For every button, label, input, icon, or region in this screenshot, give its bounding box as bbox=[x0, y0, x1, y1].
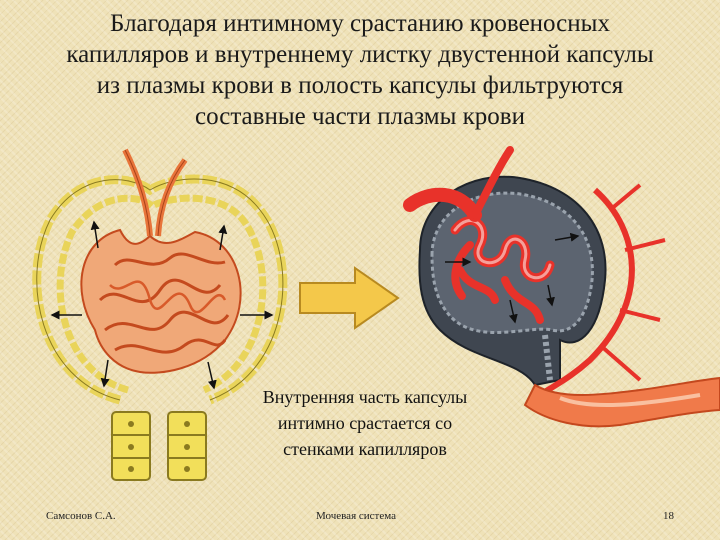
footer-author: Самсонов С.А. bbox=[46, 510, 116, 522]
renal-corpuscle bbox=[403, 146, 720, 428]
capillary-loops bbox=[450, 216, 555, 324]
right-arrow-icon bbox=[299, 266, 400, 330]
tubule-cells bbox=[111, 411, 207, 481]
diagram-caption: Внутренняя часть капсулы интимно срастае… bbox=[248, 384, 482, 462]
filtration-arrows bbox=[50, 220, 274, 390]
title-line: Благодаря интимному срастанию кровеносны… bbox=[110, 10, 610, 37]
schematic-glomerulus bbox=[32, 148, 288, 481]
footer-topic: Мочевая система bbox=[316, 510, 396, 522]
afferent-vessel bbox=[122, 148, 153, 237]
page-number: 18 bbox=[663, 510, 674, 522]
caption-line: стенками капилляров bbox=[283, 439, 447, 459]
caption-line: Внутренняя часть капсулы bbox=[262, 387, 468, 407]
title-line: капилляров и внутреннему листку двустенн… bbox=[66, 41, 654, 68]
title-line: из плазмы крови в полость капсулы фильтр… bbox=[96, 72, 624, 99]
capillary-tuft bbox=[80, 228, 242, 374]
title-line: составные части плазмы крови bbox=[195, 103, 525, 130]
capsule-inner-wall bbox=[56, 194, 267, 394]
afferent-arteriole bbox=[403, 187, 482, 222]
corpuscle-arrows bbox=[445, 232, 580, 324]
caption-line: интимно срастается со bbox=[277, 413, 453, 433]
slide-title: Благодаря интимному срастанию кровеносны… bbox=[10, 8, 710, 132]
